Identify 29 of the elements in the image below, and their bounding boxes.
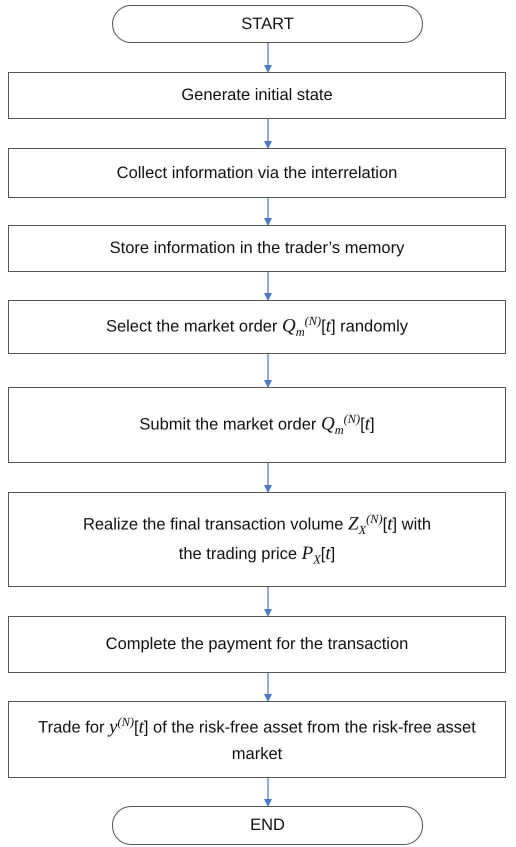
process-box [8, 225, 506, 272]
process-box [8, 387, 506, 463]
step-text: Submit the market order Q$_{m}$$^{(N)}$[t] [139, 411, 375, 440]
arrow [264, 587, 272, 617]
step-text: Collect information via the interrelation [116, 162, 398, 184]
arrow [264, 463, 272, 493]
arrow [264, 354, 272, 388]
step-text: Generate initial state [181, 85, 333, 106]
process-box [8, 492, 506, 587]
step-text: START [241, 14, 294, 35]
arrow [264, 778, 272, 807]
terminal-box [112, 5, 423, 43]
process-box [8, 72, 506, 119]
arrow [264, 198, 272, 226]
arrow [264, 272, 272, 301]
step-text: Select the market order Q$_{m}$$^{(N)}$[t] randomly [106, 313, 408, 342]
process-box [8, 701, 506, 778]
process-box [8, 616, 506, 673]
process-box [8, 148, 506, 198]
step-text: Store information in the trader’s memory [110, 238, 404, 260]
arrow [264, 119, 272, 149]
arrow [264, 43, 272, 73]
arrow [264, 673, 272, 702]
step-text: Realize the final transaction volume Z$_{X}$$^{(N)}$[t] with the trading price P$_{X}$[t] [82, 511, 432, 568]
process-box [8, 300, 506, 354]
terminal-box [112, 806, 423, 845]
step-text: Complete the payment for the transaction [106, 634, 408, 656]
step-text: END [250, 815, 285, 836]
step-text: Trade for y$^{(N)}$[t] of the risk-free asset from the risk-free asset market [37, 714, 477, 765]
